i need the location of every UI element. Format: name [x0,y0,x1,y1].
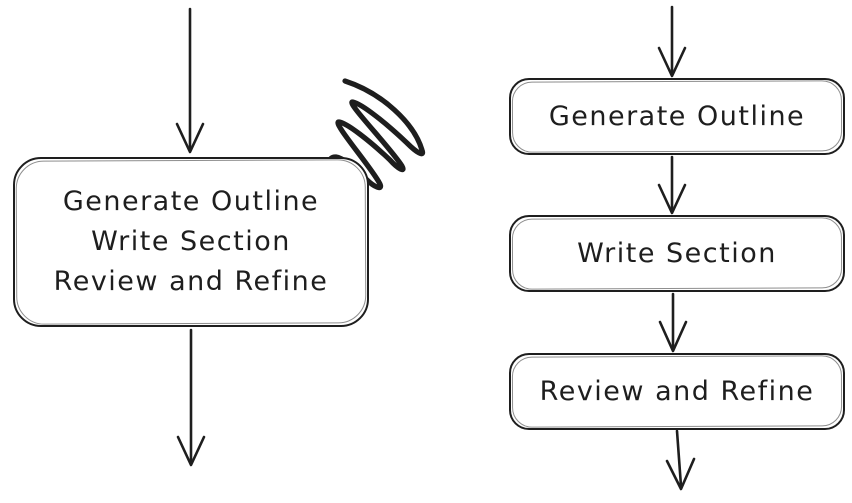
node-label-line: Write Section [91,226,291,257]
arrow-write-section-to-review-refine [658,292,688,353]
flow-node-write-section: Write Section [509,215,845,292]
node-label: Write Section [577,237,777,269]
arrow-down-out-of-review-refine [665,429,696,491]
arrow-generate-outline-to-write-section [657,155,687,215]
flow-node-review-and-refine: Review and Refine [509,353,845,430]
node-label: Generate Outline [548,100,806,132]
arrow-down-into-left-box [175,7,205,154]
arrow-down-into-generate-outline [657,5,687,78]
flow-node-combined-steps: Generate Outline Write Section Review an… [13,157,369,327]
flow-node-generate-outline: Generate Outline [509,78,845,155]
arrow-down-out-of-left-box [176,328,206,467]
node-label-line: Review and Refine [53,266,329,297]
node-label: Review and Refine [539,375,815,407]
node-label-line: Generate Outline [62,186,320,217]
